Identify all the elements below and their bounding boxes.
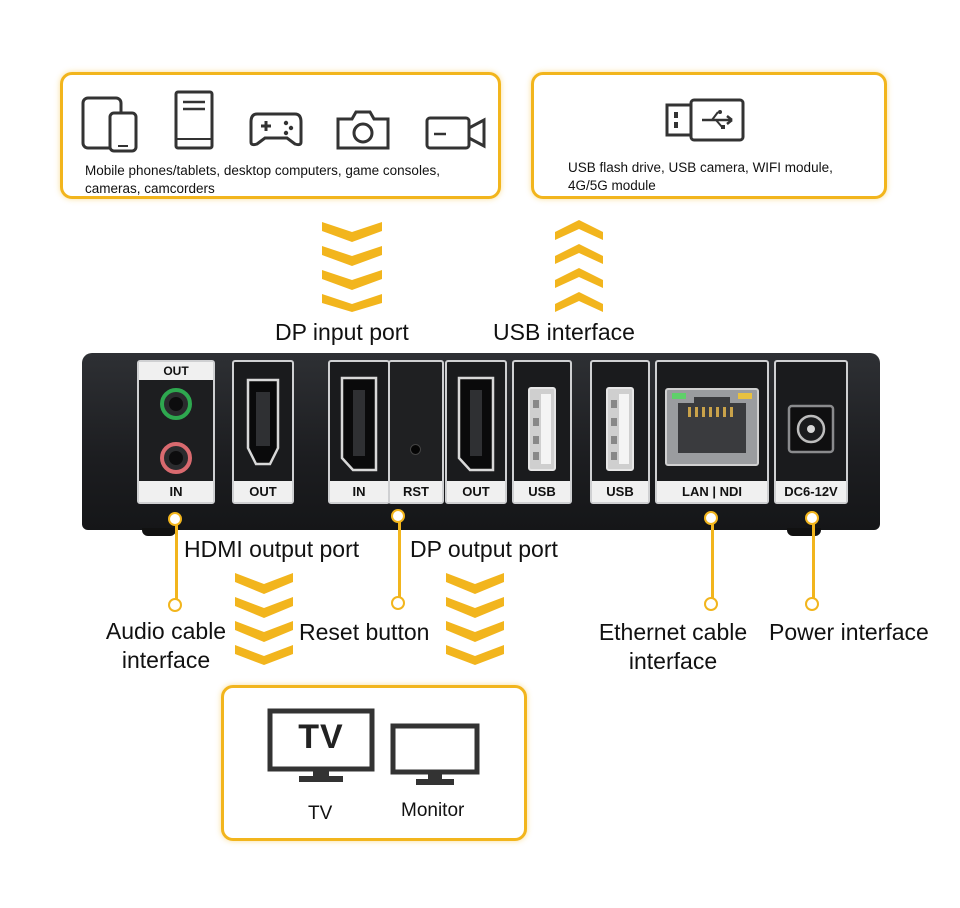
ethernet-cable-interface-line1: Ethernet cable	[598, 619, 748, 645]
camcorder-icon	[425, 116, 486, 150]
source-devices-text-line1: Mobile phones/tablets, desktop computers…	[85, 163, 440, 178]
displayport-in-icon	[340, 376, 378, 472]
usb-drive-icon	[665, 98, 745, 142]
lan-ndi-tag: LAN | NDI	[657, 481, 767, 502]
display-devices-box: TV TV Monitor	[221, 685, 527, 841]
power-leader-line	[812, 524, 815, 599]
power-interface-label: Power interface	[769, 619, 929, 645]
audio-cable-interface-label: Audio cable interface	[94, 617, 238, 675]
dp-output-flow-chevrons	[446, 573, 504, 665]
game-console-icon	[249, 112, 303, 147]
dp-input-port: IN	[328, 360, 390, 504]
ethernet-label-dot	[704, 597, 718, 611]
device-foot-right	[787, 528, 821, 536]
usb-flow-chevrons	[555, 220, 603, 312]
dp-output-port: OUT	[445, 360, 507, 504]
usb-1-tag: USB	[514, 481, 570, 502]
audio-cable-interface-line2: interface	[121, 647, 211, 673]
rst-tag: RST	[390, 481, 442, 502]
dc-tag: DC6-12V	[776, 481, 846, 502]
hdmi-output-port-label: HDMI output port	[184, 536, 360, 562]
audio-in-jack-icon	[160, 442, 192, 474]
usb-interface-label: USB interface	[493, 319, 635, 345]
reset-button-panel: RST	[388, 360, 444, 504]
reset-leader-line	[398, 522, 401, 598]
ethernet-cable-interface-line2: interface	[628, 648, 718, 674]
displayport-out-icon	[457, 376, 495, 472]
tv-label: TV	[308, 803, 333, 824]
device-foot-left	[142, 528, 176, 536]
ethernet-anchor-dot	[704, 511, 718, 525]
reset-label-dot	[391, 596, 405, 610]
usb-port-1-icon	[528, 387, 556, 471]
dc-jack-icon	[787, 404, 835, 454]
desktop-computer-icon	[174, 90, 214, 150]
monitor-icon	[390, 723, 480, 785]
power-anchor-dot	[805, 511, 819, 525]
usb-devices-text-line2: 4G/5G module	[568, 178, 656, 193]
source-devices-text-line2: cameras, camcorders	[85, 181, 215, 196]
audio-out-jack-icon	[160, 388, 192, 420]
dp-output-port-label: DP output port	[410, 536, 558, 562]
audio-port-panel: OUT IN	[137, 360, 215, 504]
dc-power-port: DC6-12V	[774, 360, 848, 504]
hdmi-port-icon	[246, 378, 280, 466]
audio-in-tag: IN	[139, 481, 213, 502]
audio-out-tag: OUT	[139, 362, 213, 380]
audio-label-dot	[168, 598, 182, 612]
reset-anchor-dot	[391, 509, 405, 523]
lan-ndi-port: LAN | NDI	[655, 360, 769, 504]
reset-pinhole[interactable]	[410, 444, 421, 455]
dp-in-tag: IN	[330, 481, 388, 502]
tablet-phone-icon	[81, 96, 138, 153]
tv-screen-text: TV	[298, 718, 344, 756]
audio-anchor-dot	[168, 512, 182, 526]
source-devices-box: Mobile phones/tablets, desktop computers…	[60, 72, 501, 199]
device-rear-panel: OUT IN OUT IN RST	[82, 353, 880, 536]
dp-input-port-label: DP input port	[275, 319, 409, 345]
usb-2-tag: USB	[592, 481, 648, 502]
usb-port-2: USB	[590, 360, 650, 504]
hdmi-output-port: OUT	[232, 360, 294, 504]
usb-port-1: USB	[512, 360, 572, 504]
ethernet-port-icon	[665, 388, 759, 466]
audio-leader-line	[175, 525, 178, 600]
dp-input-flow-chevrons	[322, 222, 382, 312]
dp-out-tag: OUT	[447, 481, 505, 502]
usb-devices-box: USB flash drive, USB camera, WIFI module…	[531, 72, 887, 199]
reset-button-label: Reset button	[299, 619, 430, 645]
camera-icon	[336, 110, 390, 150]
audio-cable-interface-line1: Audio cable	[105, 618, 227, 644]
usb-devices-text-line1: USB flash drive, USB camera, WIFI module…	[568, 160, 833, 175]
power-label-dot	[805, 597, 819, 611]
ethernet-leader-line	[711, 524, 714, 599]
hdmi-out-tag: OUT	[234, 481, 292, 502]
hdmi-output-flow-chevrons	[235, 573, 293, 665]
usb-port-2-icon	[606, 387, 634, 471]
ethernet-cable-interface-label: Ethernet cable interface	[586, 618, 760, 676]
monitor-label: Monitor	[401, 800, 465, 821]
tv-icon	[267, 708, 375, 782]
